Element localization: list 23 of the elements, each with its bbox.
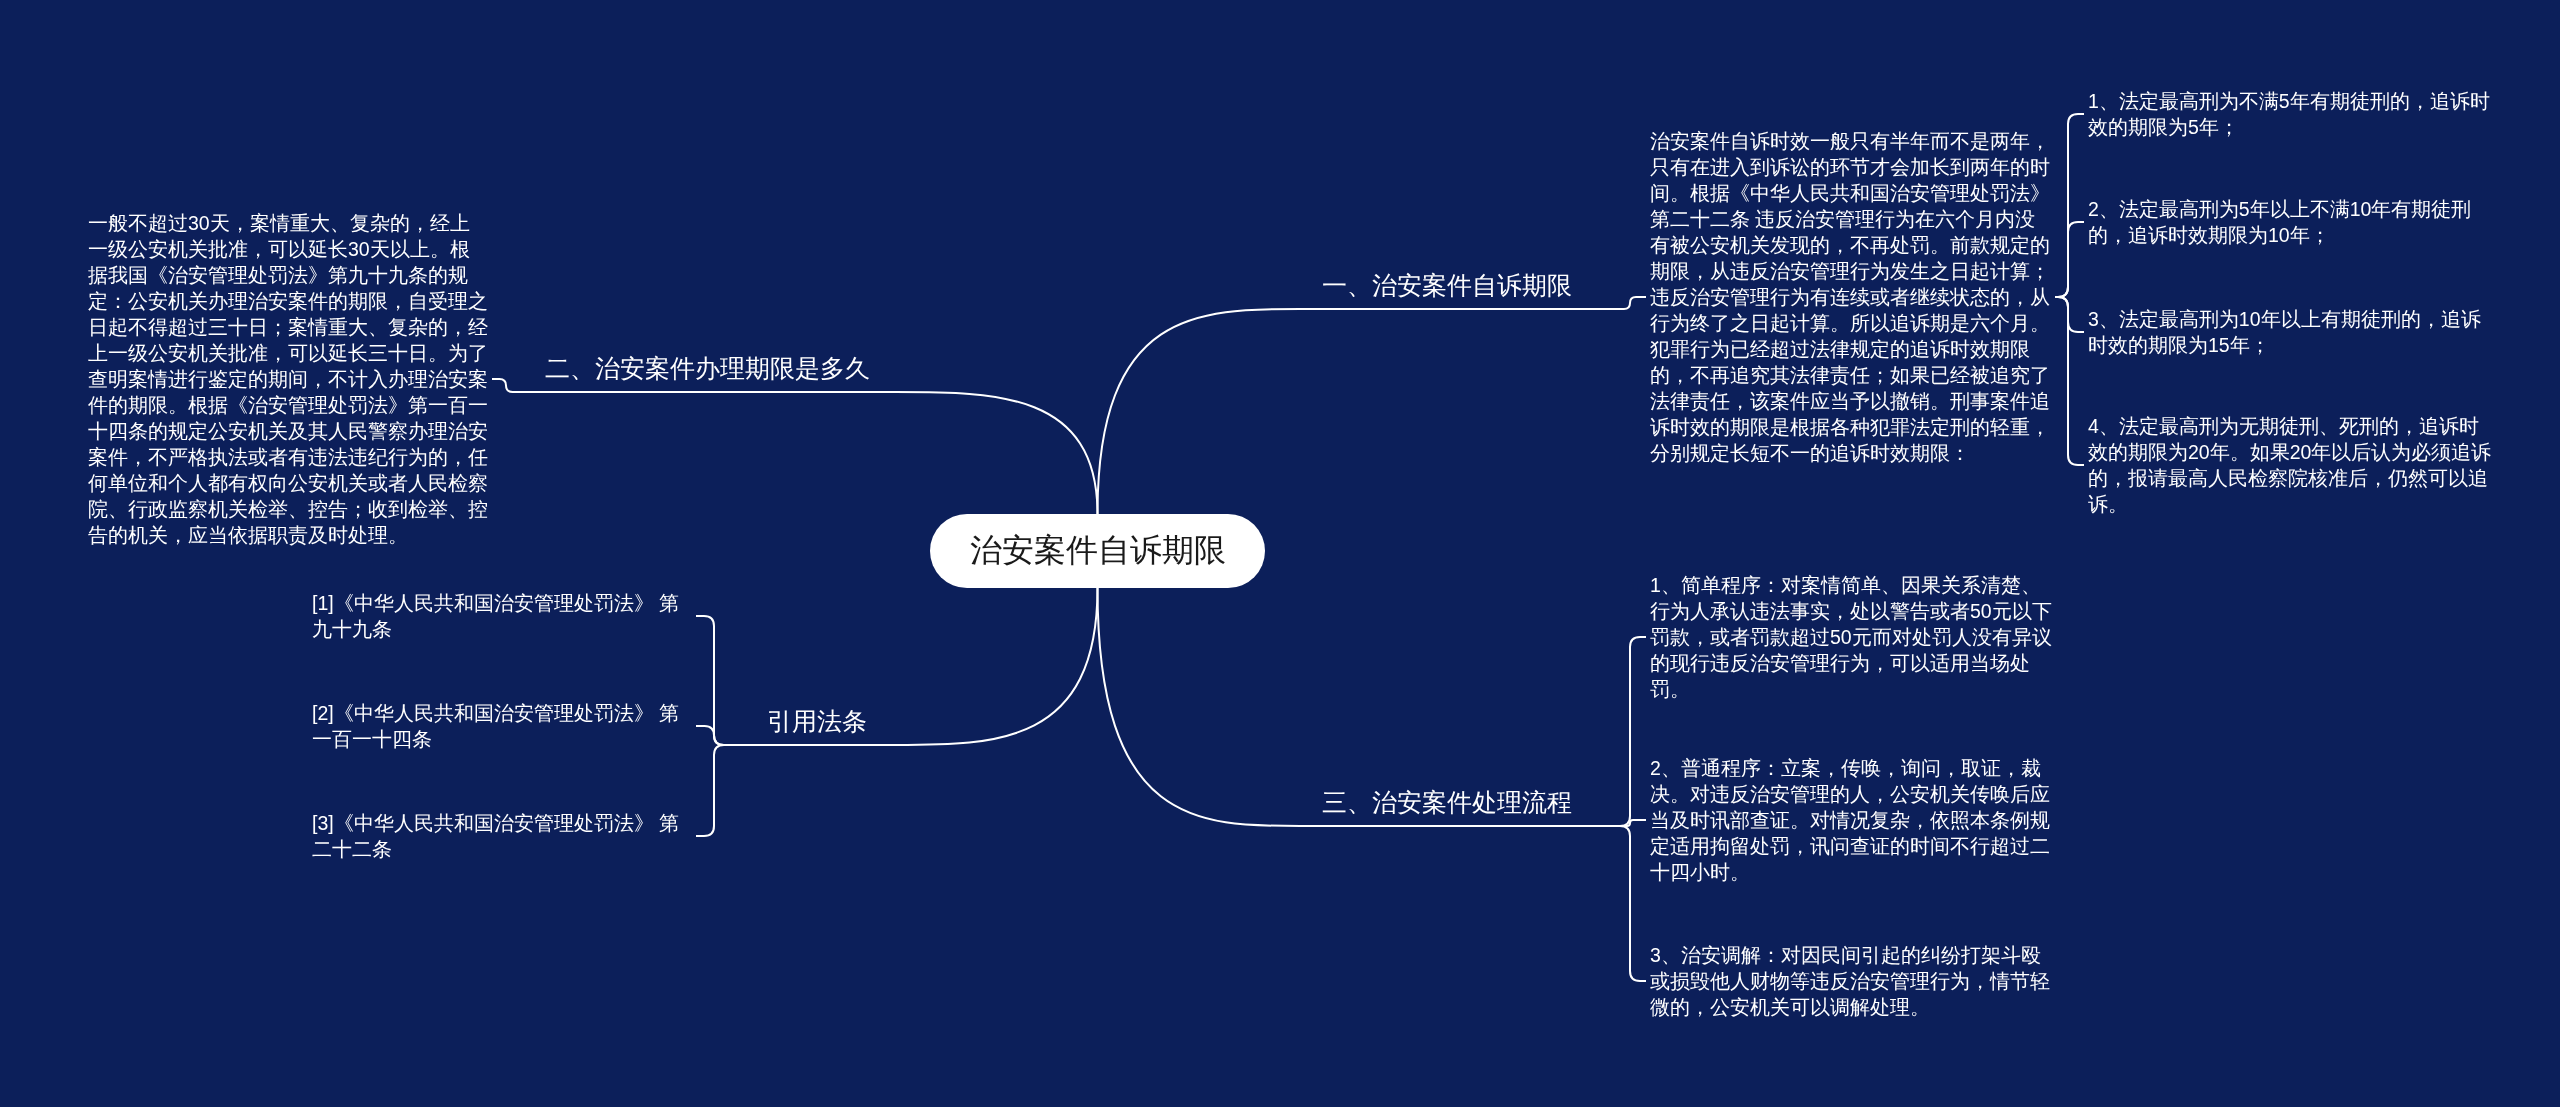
note-text: 4、法定最高刑为无期徒刑、死刑的，追诉时效的期限为20年。如果20年以后认为必须追诉的，报请最高人民检察院核准后，仍然可以追诉。 (2088, 413, 2498, 517)
central-topic: 治安案件自诉期限 (930, 514, 1265, 588)
note-text: 2、普通程序：立案，传唤，询问，取证，裁决。对违反治安管理的人，公安机关传唤后应当及时讯部查证。对情况复杂，依照本条例规定适用拘留处罚，讯问查证的时间不行超过二十四小时。 (1650, 755, 2055, 885)
note-text: 治安案件自诉时效一般只有半年而不是两年，只有在进入到诉讼的环节才会加长到两年的时间。根据《中华人民共和国治安管理处罚法》第二十二条 违反治安管理行为在六个月内没有被公安机关发现的，不再处罚。前款规定的期限，从违反治安管理行为发生之日起计算；违反治安管理行为有连续或者继续状态的，从行为终了之日起计算。所以追诉期是六个月。犯罪行为已经超过法律规定的追诉时效期限的，不再追究其法律责任；如果已经被追究了法律责任，该案件应当予以撤销。刑事案件追诉时效的期限是根据各种犯罪法定刑的轻重，分别规定长短不一的追诉时效期限： (1650, 128, 2055, 466)
note-text: [1]《中华人民共和国治安管理处罚法》 第九十九条 (312, 590, 692, 642)
branch-topic: 二、治安案件办理期限是多久 (522, 347, 895, 393)
note-text: 3、法定最高刑为10年以上有期徒刑的，追诉时效的期限为15年； (2088, 306, 2498, 358)
note-text: 3、治安调解：对因民间引起的纠纷打架斗殴或损毁他人财物等违反治安管理行为，情节轻微的，公安机关可以调解处理。 (1650, 942, 2055, 1020)
note-text: [3]《中华人民共和国治安管理处罚法》 第二十二条 (312, 810, 692, 862)
branch-curve (894, 391, 1099, 515)
note-text: 2、法定最高刑为5年以上不满10年有期徒刑的，追诉时效期限为10年； (2088, 196, 2498, 248)
note-text: 一般不超过30天，案情重大、复杂的，经上一级公安机关批准，可以延长30天以上。根据我国《治安管理处罚法》第九十九条的规定：公安机关办理治安案件的期限，自受理之日起不得超过三十日；案情重大、复杂的，经上一级公安机关批准，可以延长三十日。为了查明案情进行鉴定的期间，不计入办理治安案件的期限。根据《治安管理处罚法》第一百一十四条的规定公安机关及其人民警察办理治安案件，不严格执法或者有违法违纪行为的，任何单位和个人都有权向公安机关或者人民检察院、行政监察机关检举、控告；收到检举、控告的机关，应当依据职责及时处理。 (88, 210, 488, 548)
branch-topic: 一、治安案件自诉期限 (1300, 264, 1600, 310)
branch-curve (894, 587, 1099, 746)
branch-curve (1096, 587, 1301, 827)
branch-topic: 引用法条 (745, 700, 895, 746)
note-text: 1、简单程序：对案情简单、因果关系清楚、行为人承认违法事实，处以警告或者50元以下罚款，或者罚款超过50元而对处罚人没有异议的现行违反治安管理行为，可以适用当场处罚。 (1650, 572, 2055, 702)
note-text: [2]《中华人民共和国治安管理处罚法》 第一百一十四条 (312, 700, 692, 752)
branch-topic: 三、治安案件处理流程 (1300, 781, 1600, 827)
connector-line (1599, 296, 1647, 310)
connector-line (491, 378, 523, 393)
branch-curve (1096, 308, 1301, 515)
note-text: 1、法定最高刑为不满5年有期徒刑的，追诉时效的期限为5年； (2088, 88, 2498, 140)
